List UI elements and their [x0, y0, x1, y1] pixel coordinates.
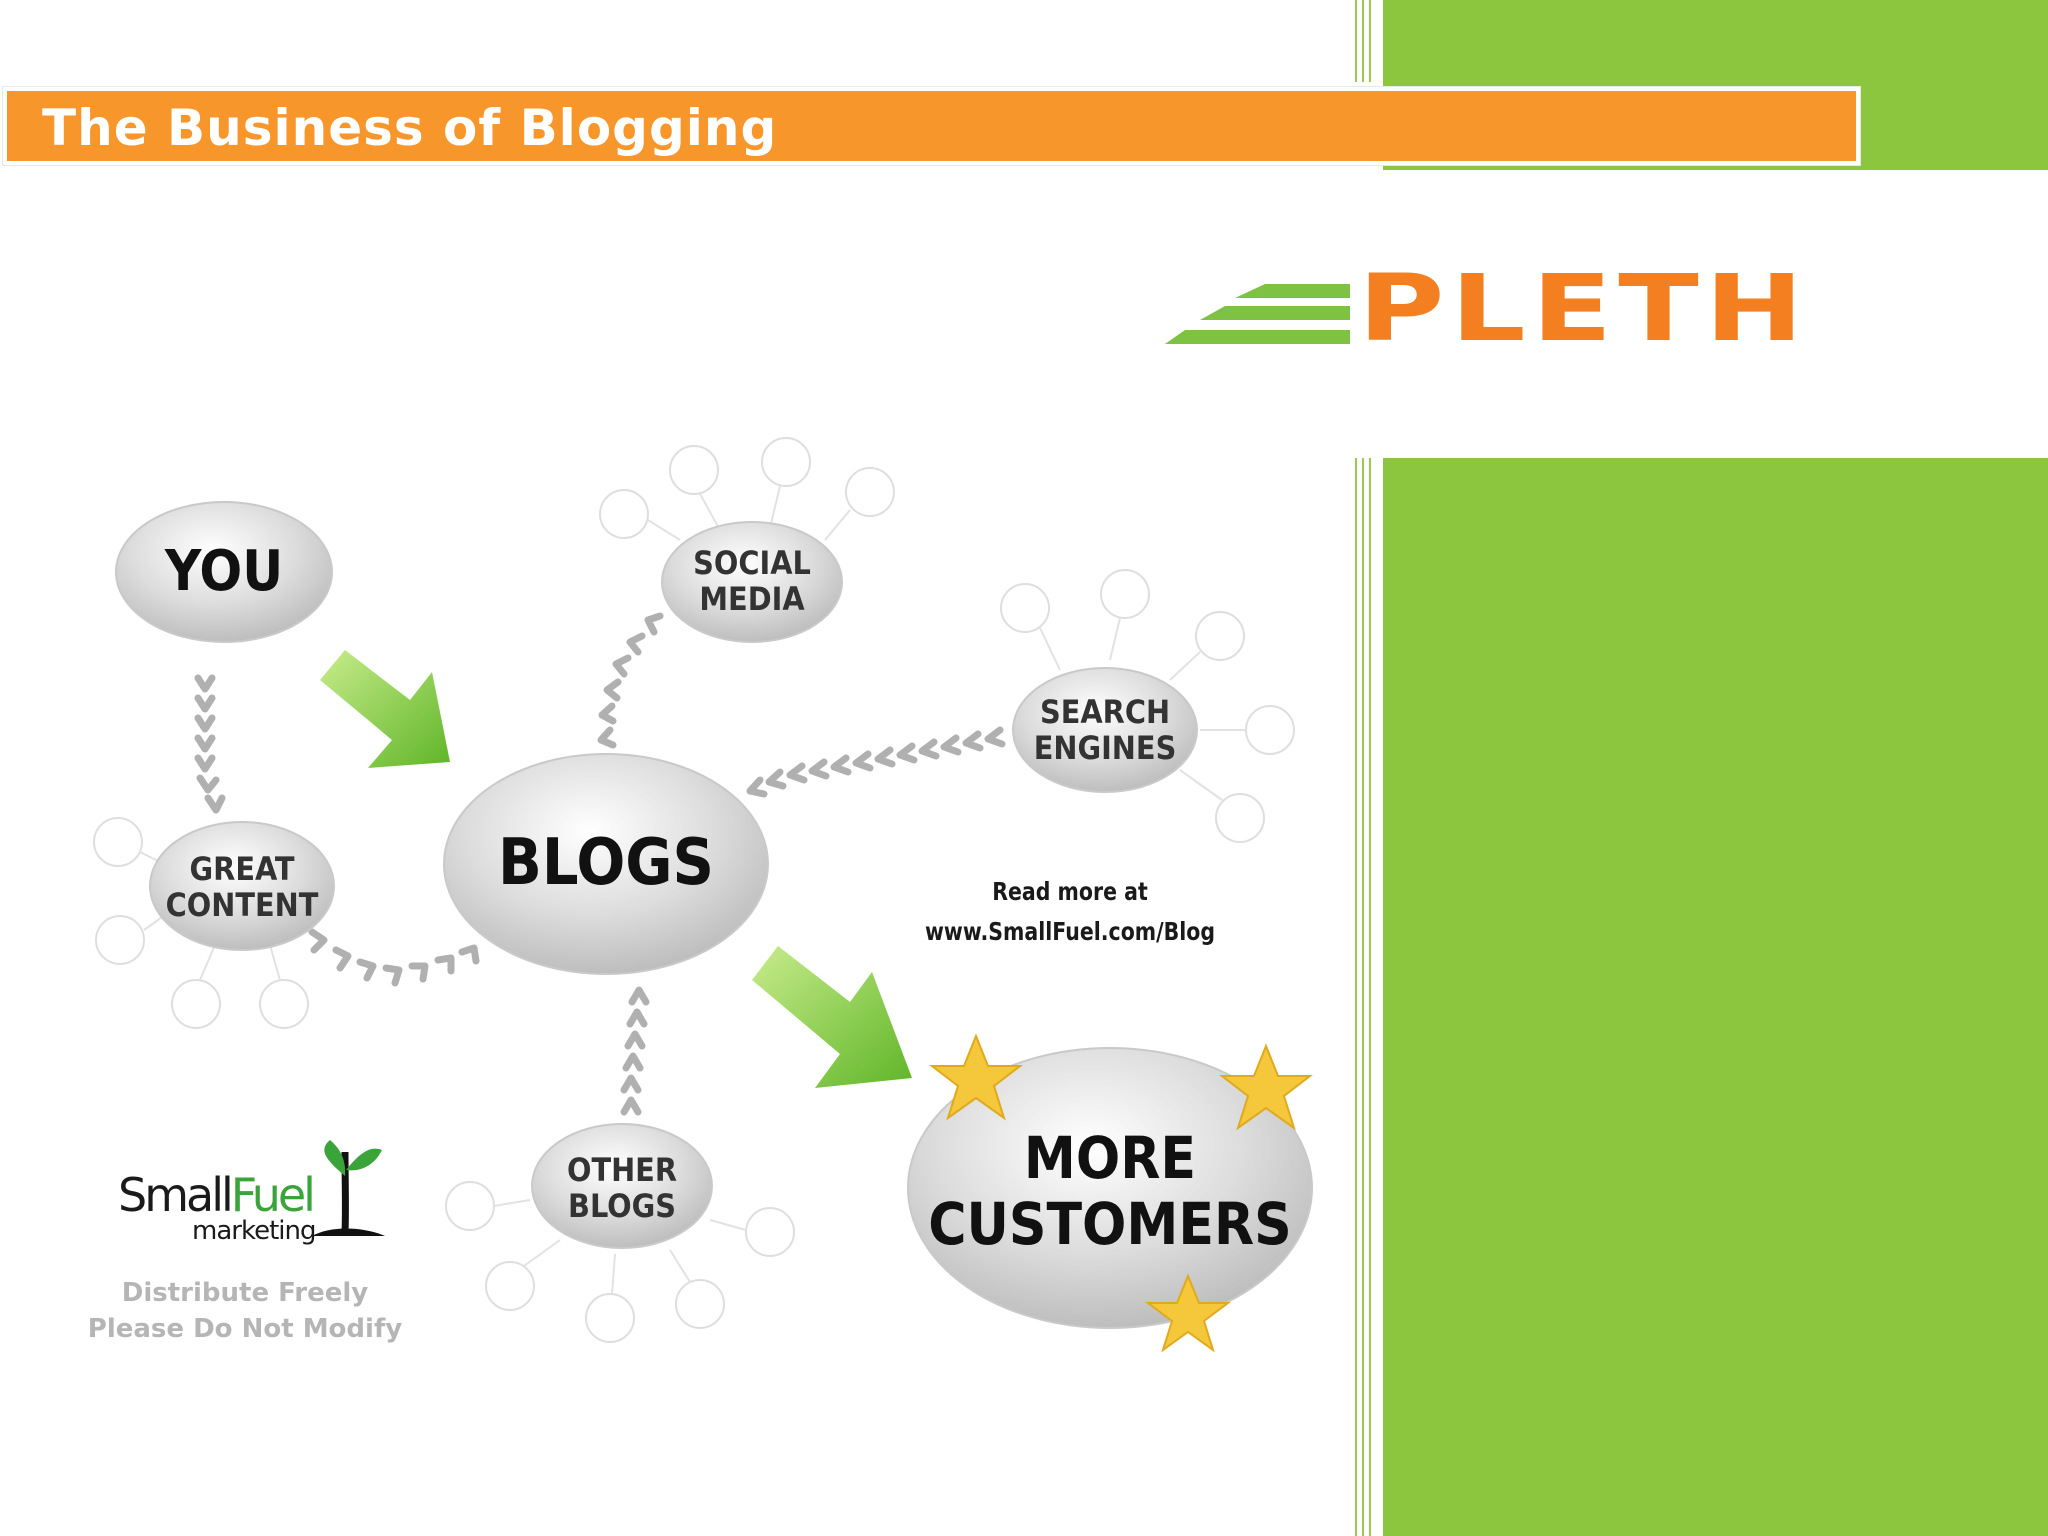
- chevron-trails: [194, 612, 1006, 1116]
- slide-title: The Business of Blogging: [42, 99, 778, 157]
- divider-line: [1369, 0, 1371, 82]
- divider-line: [1355, 458, 1357, 1536]
- divider-line: [1369, 458, 1371, 1536]
- read-more-url: www.SmallFuel.com/Blog: [924, 917, 1216, 946]
- logo-text: PLETH: [1358, 254, 1810, 362]
- blogging-diagram: YOU SOCIAL MEDIA SEARCH ENGINES GREAT CO…: [93, 437, 1313, 1353]
- distribute-note-line1: Distribute Freely: [121, 1278, 369, 1308]
- star-icon: [929, 1033, 1023, 1121]
- smallfuel-sub: marketing: [192, 1216, 316, 1246]
- divider-line: [1362, 0, 1364, 82]
- node-blogs: BLOGS: [443, 753, 769, 975]
- smallfuel-brand-a: Small: [118, 1168, 234, 1222]
- title-bar: [3, 87, 1860, 165]
- logo-stripes-icon: [1165, 284, 1350, 344]
- node-social-line1: SOCIAL: [693, 544, 811, 582]
- node-customers-line2: CUSTOMERS: [928, 1190, 1292, 1258]
- green-arrow-icon: [752, 946, 912, 1088]
- node-other-line2: BLOGS: [568, 1187, 676, 1225]
- star-icon: [1145, 1273, 1231, 1353]
- node-blogs-label: BLOGS: [498, 826, 714, 900]
- node-great-content: GREAT CONTENT: [149, 821, 335, 951]
- node-social-media: SOCIAL MEDIA: [661, 521, 843, 643]
- satellite-bubbles: [93, 437, 1295, 1343]
- node-great-line1: GREAT: [190, 850, 295, 888]
- node-great-line2: CONTENT: [166, 886, 319, 924]
- node-search-line1: SEARCH: [1040, 693, 1170, 731]
- node-more-customers: MORE CUSTOMERS: [907, 1047, 1313, 1329]
- distribute-note-line2: Please Do Not Modify: [87, 1314, 403, 1344]
- node-customers-line1: MORE: [1024, 1124, 1196, 1192]
- node-you-label: YOU: [164, 539, 283, 604]
- smallfuel-brand-b: Fuel: [230, 1168, 316, 1222]
- divider-line: [1362, 458, 1364, 1536]
- read-more-note: Read more at www.SmallFuel.com/Blog: [898, 872, 1242, 952]
- green-arrow-icon: [320, 650, 450, 768]
- node-you: YOU: [115, 501, 333, 643]
- star-icon: [1219, 1043, 1313, 1131]
- sprout-icon: [312, 1140, 385, 1236]
- node-social-line2: MEDIA: [699, 580, 805, 618]
- divider-line: [1355, 0, 1357, 82]
- smallfuel-logo: SmallFuel: [118, 1168, 316, 1222]
- node-search-engines: SEARCH ENGINES: [1012, 667, 1198, 793]
- node-other-blogs: OTHER BLOGS: [531, 1123, 713, 1249]
- pleth-logo: [1165, 280, 1865, 380]
- node-search-line2: ENGINES: [1034, 729, 1177, 767]
- green-panel-bottom: [1383, 458, 2048, 1536]
- read-more-line1: Read more at: [992, 877, 1148, 906]
- node-other-line1: OTHER: [567, 1151, 677, 1189]
- satellite-links: [139, 485, 1246, 1295]
